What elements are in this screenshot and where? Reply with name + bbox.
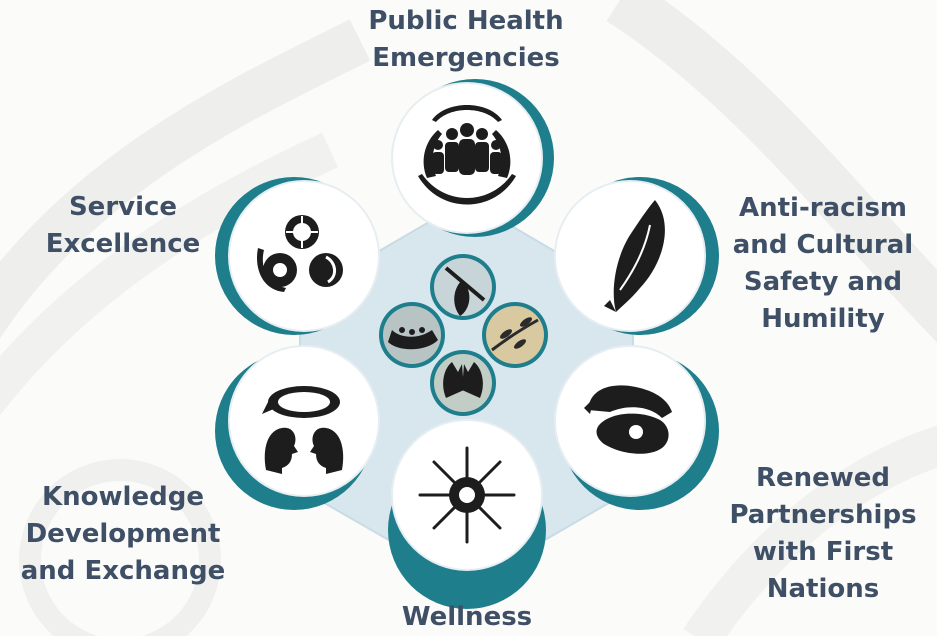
label-line: Nations <box>766 574 880 604</box>
sage-branch-icon <box>491 317 539 352</box>
label-renewed-partnerships: Renewed Partnerships with First Nations <box>714 460 932 608</box>
label-line: Humility <box>761 304 885 334</box>
label-line: Development <box>25 519 221 549</box>
node-wellness <box>388 419 546 609</box>
label-line: and Cultural <box>732 230 914 260</box>
two-heads-dialogue-icon <box>262 386 344 474</box>
label-line: Public Health <box>368 6 564 36</box>
inner-node-feather-pipe <box>430 254 496 320</box>
hands-icon <box>443 362 483 398</box>
label-line: Renewed <box>755 463 891 493</box>
feather-icon <box>604 200 665 312</box>
label-line: and Exchange <box>20 556 226 586</box>
label-line: Emergencies <box>372 43 560 73</box>
label-line: Excellence <box>45 229 201 259</box>
node-knowledge <box>215 345 380 510</box>
handshake-icon <box>584 385 672 454</box>
sun-half-icon <box>418 446 516 544</box>
label-line: with First <box>752 537 894 567</box>
label-wellness: Wellness <box>377 599 557 636</box>
label-anti-racism: Anti-racism and Cultural Safety and Humi… <box>714 190 932 338</box>
canoe-icon <box>388 327 438 350</box>
label-line: Anti-racism <box>738 193 908 223</box>
node-anti-racism <box>554 177 719 335</box>
label-knowledge: Knowledge Development and Exchange <box>8 479 238 590</box>
node-renewed-partnerships <box>554 345 719 510</box>
label-line: Knowledge <box>42 482 204 512</box>
inner-node-sage <box>482 302 548 368</box>
people-in-hands-icon <box>418 105 516 205</box>
label-line: Safety and <box>743 267 903 297</box>
inner-node-hands <box>430 350 496 416</box>
label-public-health: Public Health Emergencies <box>360 3 572 77</box>
feather-pipe-icon <box>444 266 486 316</box>
node-service <box>215 177 380 335</box>
inner-node-canoe <box>379 302 445 368</box>
node-public-health <box>391 79 554 237</box>
label-line: Service <box>68 192 178 222</box>
label-line: Wellness <box>401 602 533 632</box>
label-service: Service Excellence <box>28 189 218 263</box>
three-circles-icon <box>257 215 343 292</box>
label-line: Partnerships <box>729 500 917 530</box>
